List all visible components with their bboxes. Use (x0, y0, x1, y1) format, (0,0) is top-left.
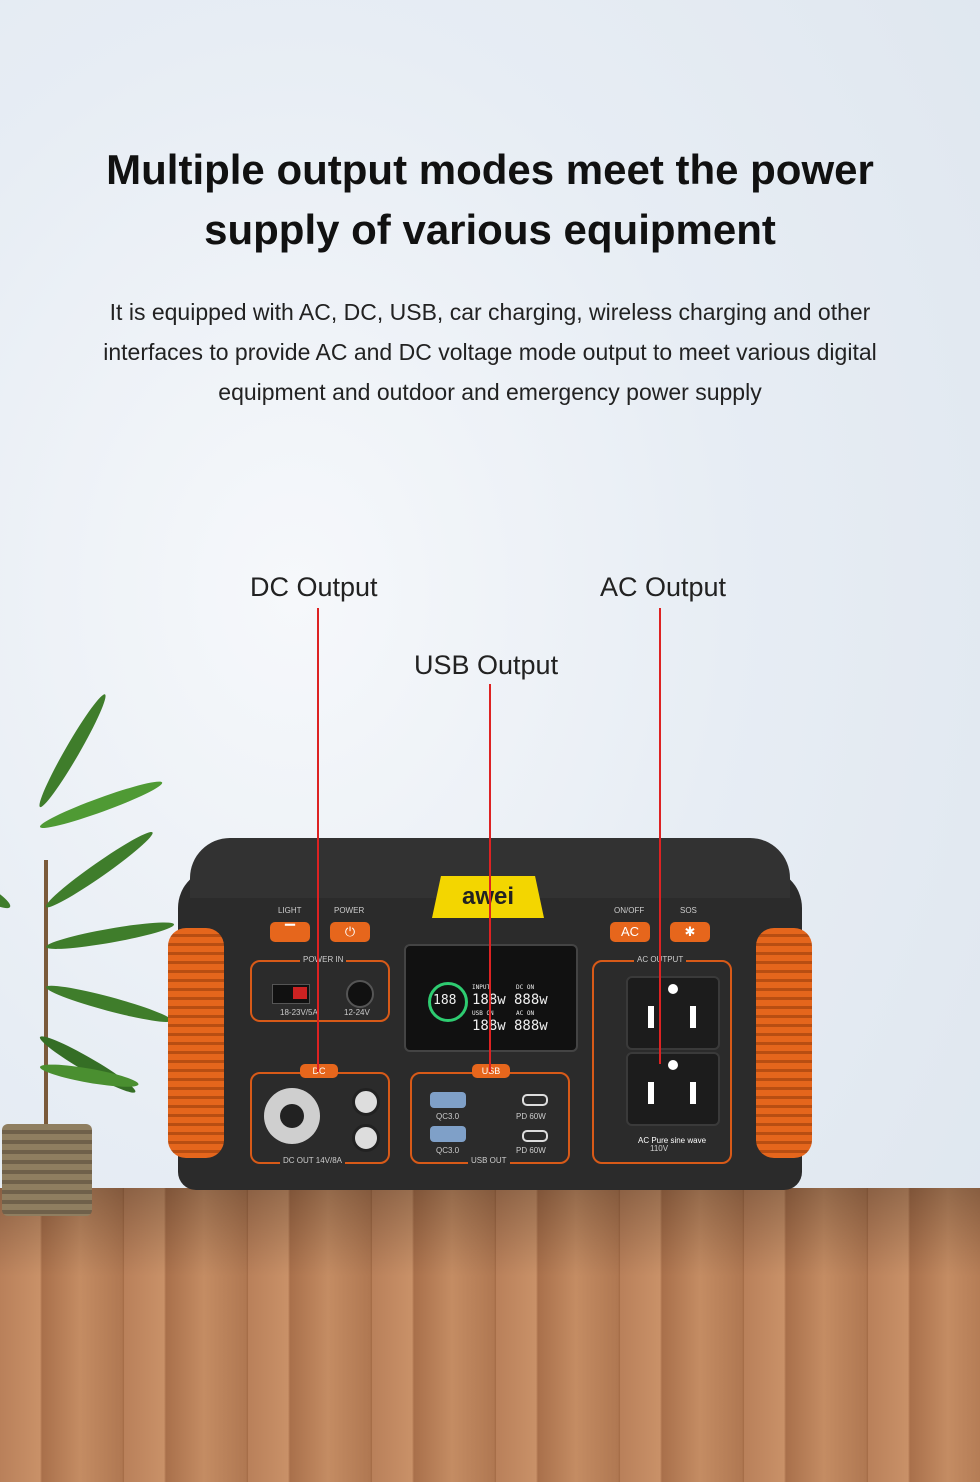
pd-label-2: PD 60W (516, 1146, 546, 1155)
dc-callout-line (317, 608, 319, 1072)
power-button[interactable]: ⏻ (330, 922, 370, 942)
battery-ring (428, 982, 468, 1022)
screen-row1-right: 888w (514, 992, 548, 1008)
qc-label-2: QC3.0 (436, 1146, 460, 1155)
usb-c-port-2 (522, 1130, 548, 1142)
dc-input-port (346, 980, 374, 1008)
anderson-port (272, 984, 310, 1004)
pd-label-1: PD 60W (516, 1112, 546, 1121)
screen-row1-left: 188w (472, 992, 506, 1008)
input-label: INPUT (472, 984, 491, 991)
usb-badge: USB (472, 1064, 510, 1078)
sos-label: SOS (680, 906, 697, 915)
onoff-label: ON/OFF (614, 906, 645, 915)
description: It is equipped with AC, DC, USB, car cha… (103, 299, 877, 405)
power-in-right-label: 12-24V (344, 1008, 370, 1017)
usb-output-panel (410, 1072, 570, 1164)
car-socket (264, 1088, 320, 1144)
brand-logo: awei (432, 876, 544, 918)
dc-on-label: DC ON (516, 984, 535, 991)
left-grip (168, 928, 224, 1158)
dc-badge: DC (300, 1064, 338, 1078)
power-in-label: POWER IN (300, 955, 347, 964)
ac-socket-2 (626, 1052, 720, 1126)
usb-callout-line (489, 684, 491, 1072)
screen-row2-right: 888w (514, 1018, 548, 1034)
power-icon: ⏻ (344, 924, 356, 939)
light-icon: ▔ (285, 924, 295, 939)
sos-button[interactable]: ✱ (670, 922, 710, 942)
ac-callout-line (659, 608, 661, 1064)
battery-percent: 188 (433, 993, 457, 1008)
dc-port-1 (352, 1088, 380, 1116)
usb-c-port-1 (522, 1094, 548, 1106)
power-in-left-label: 18-23V/5A (280, 1008, 318, 1017)
usb-on-label: USB ON (472, 1010, 494, 1017)
right-grip (756, 928, 812, 1158)
dc-out-label: DC OUT 14V/8A (280, 1156, 345, 1165)
bulb-icon: ✱ (684, 924, 696, 939)
wooden-floor (0, 1188, 980, 1482)
power-label: POWER (334, 906, 365, 915)
usb-a-port-1 (430, 1092, 466, 1108)
ac-socket-1 (626, 976, 720, 1050)
plant-pot (2, 1124, 92, 1216)
ac-button[interactable]: AC (610, 922, 650, 942)
lcd-screen: 188 INPUT DC ON 188w 888w USB ON AC ON 1… (404, 944, 578, 1052)
light-label: LIGHT (278, 906, 302, 915)
screen-row2-left: 188w (472, 1018, 506, 1034)
usb-out-label: USB OUT (468, 1156, 510, 1165)
ac-on-label: AC ON (516, 1010, 535, 1017)
ac-sine-label: AC Pure sine wave (638, 1136, 707, 1145)
headline: Multiple output modes meet the power sup… (106, 146, 874, 253)
usb-output-callout: USB Output (414, 650, 559, 680)
dc-port-2 (352, 1124, 380, 1152)
usb-a-port-2 (430, 1126, 466, 1142)
light-button[interactable]: ▔ (270, 922, 310, 942)
qc-label-1: QC3.0 (436, 1112, 460, 1121)
ac-output-callout: AC Output (600, 572, 727, 602)
ac-voltage-label: 110V (650, 1144, 669, 1153)
dc-output-callout: DC Output (250, 572, 378, 602)
